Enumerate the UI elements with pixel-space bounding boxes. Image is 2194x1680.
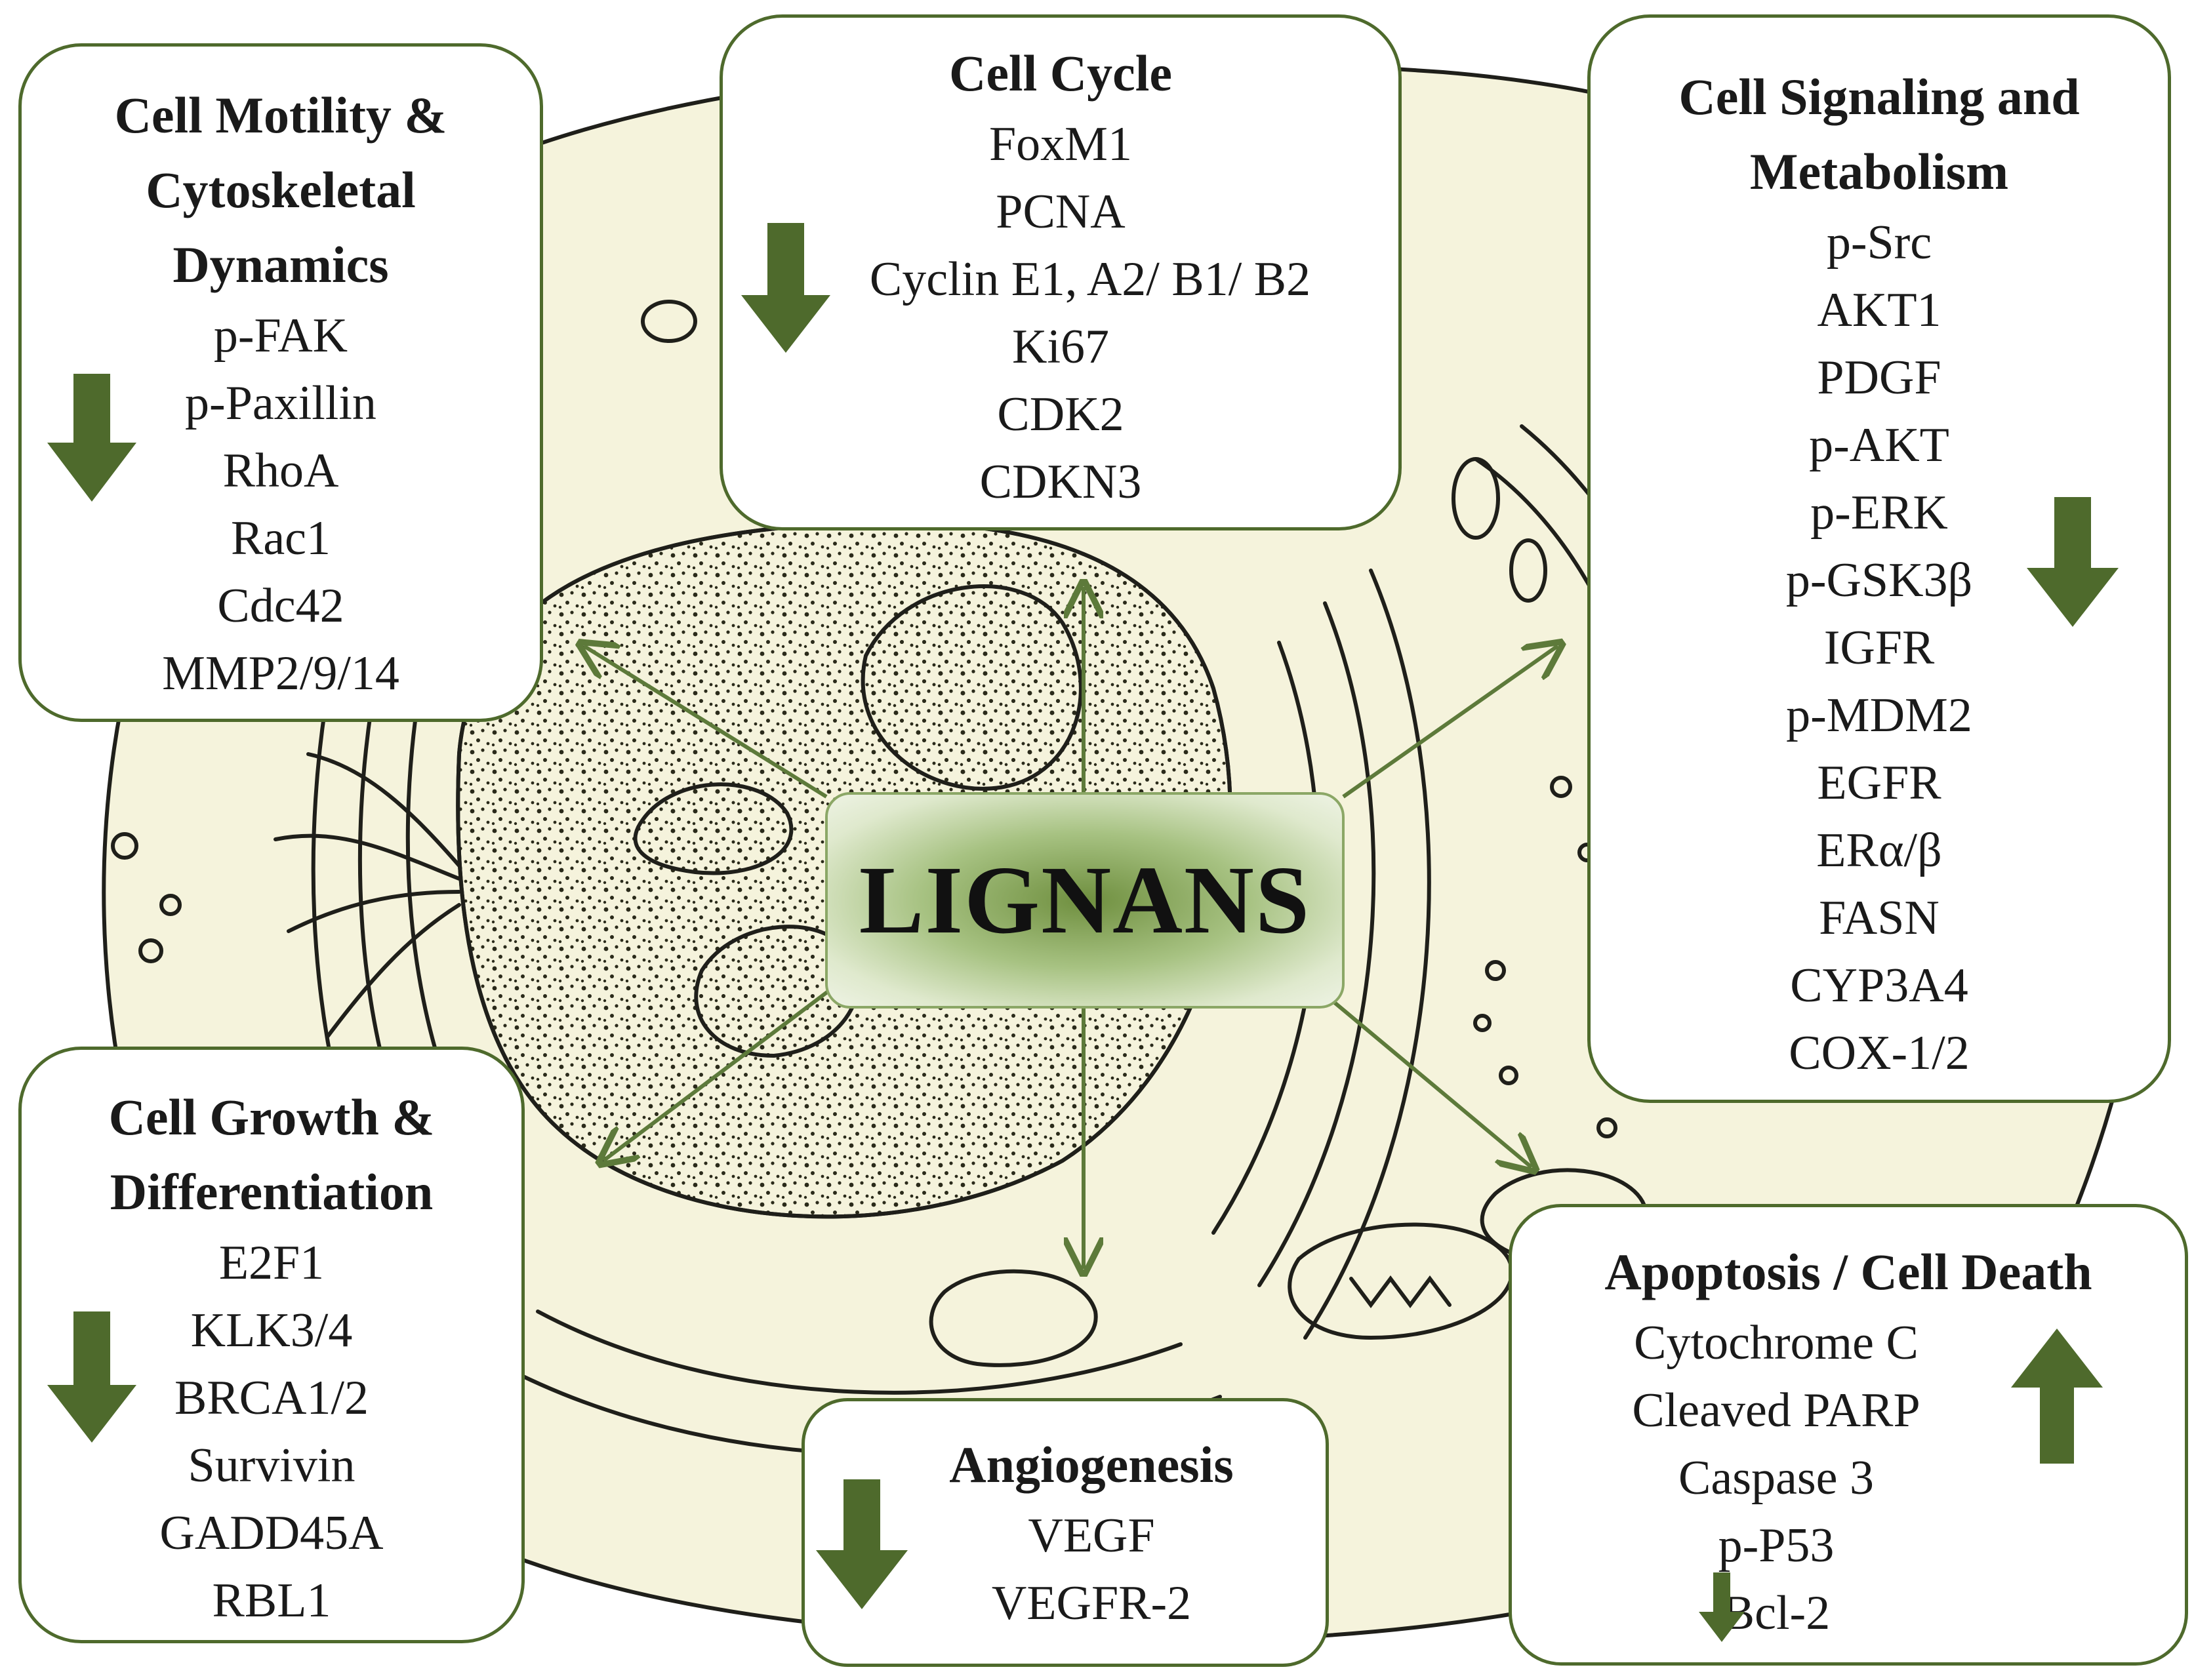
list-item: p-ERK (1810, 486, 1948, 540)
arrow-to-apoptosis (1330, 998, 1532, 1167)
list-item: Cdc42 (217, 579, 344, 633)
list-item: E2F1 (218, 1236, 325, 1290)
list-item: PDGF (1817, 351, 1941, 405)
apoptosis-items: Cytochrome C Cleaved PARP Caspase 3 p-P5… (1512, 1310, 2185, 1647)
up-arrow-icon (2011, 1329, 2103, 1464)
list-item: VEGFR-2 (991, 1576, 1192, 1630)
arrow-to-growth (603, 988, 831, 1161)
list-item: p-Paxillin (185, 376, 376, 430)
angiogenesis-items: VEGF VEGFR-2 (857, 1502, 1326, 1637)
angiogenesis-box: Angiogenesis VEGF VEGFR-2 (802, 1398, 1329, 1667)
title-line: Metabolism (1749, 143, 2009, 200)
list-item: RBL1 (212, 1574, 331, 1628)
list-item: CDK2 (997, 388, 1124, 441)
cell-cycle-box: Cell Cycle FoxM1 PCNA Cyclin E1, A2/ B1/… (720, 14, 1402, 530)
cell-signaling-box: Cell Signaling and Metabolism p-Src AKT1… (1587, 14, 2171, 1103)
down-arrow-icon (47, 1311, 136, 1443)
cell-growth-title: Cell Growth & Differentiation (22, 1080, 521, 1230)
list-item: Ki67 (1012, 320, 1109, 374)
lignans-center-box: LIGNANS (825, 792, 1345, 1009)
list-item: p-FAK (213, 309, 348, 363)
list-item: Cleaved PARP (1632, 1384, 1920, 1437)
title-line: Differentiation (110, 1163, 434, 1220)
list-item: p-P53 (1718, 1519, 1835, 1572)
list-item: GADD45A (159, 1506, 384, 1560)
cell-motility-title: Cell Motility & Cytoskeletal Dynamics (22, 78, 540, 302)
cell-growth-items: E2F1 KLK3/4 BRCA1/2 Survivin GADD45A RBL… (22, 1230, 521, 1635)
cell-cycle-title: Cell Cycle (723, 36, 1398, 111)
list-item: EGFR (1817, 756, 1941, 810)
list-item: p-GSK3β (1785, 553, 1973, 607)
apoptosis-title: Apoptosis / Cell Death (1512, 1235, 2185, 1310)
list-item: Cyclin E1, A2/ B1/ B2 (869, 252, 1311, 306)
title-line: Cell Growth & (108, 1089, 435, 1146)
cell-motility-items: p-FAK p-Paxillin RhoA Rac1 Cdc42 MMP2/9/… (22, 302, 540, 708)
cell-cycle-items: FoxM1 PCNA Cyclin E1, A2/ B1/ B2 Ki67 CD… (723, 111, 1398, 516)
list-item: IGFR (1823, 621, 1935, 675)
list-item: Survivin (188, 1439, 356, 1492)
list-item: MMP2/9/14 (162, 647, 399, 700)
angiogenesis-title: Angiogenesis (857, 1428, 1326, 1502)
list-item: RhoA (222, 444, 339, 498)
list-item: AKT1 (1817, 283, 1941, 337)
title-line: Cell Motility & (114, 87, 447, 144)
list-item: KLK3/4 (190, 1304, 353, 1357)
list-item: p-MDM2 (1786, 689, 1972, 742)
lignans-label: LIGNANS (859, 847, 1311, 954)
cell-signaling-items: p-Src AKT1 PDGF p-AKT p-ERK p-GSK3β IGFR… (1591, 209, 2168, 1087)
down-arrow-icon (741, 223, 830, 353)
down-arrow-icon (1699, 1572, 1745, 1642)
down-arrow-icon (2027, 497, 2119, 627)
title-line: Dynamics (173, 236, 389, 293)
title-line: Cell Signaling and (1678, 68, 2080, 125)
list-item: Caspase 3 (1678, 1451, 1874, 1505)
arrow-to-signaling (1342, 646, 1558, 799)
title-line: Cell Cycle (948, 45, 1173, 102)
list-item: FASN (1819, 891, 1940, 945)
title-line: Apoptosis / Cell Death (1604, 1243, 2092, 1300)
list-item: VEGF (1028, 1509, 1155, 1563)
list-item: BRCA1/2 (174, 1371, 369, 1425)
list-item: Cytochrome C (1634, 1316, 1919, 1370)
title-line: Angiogenesis (949, 1436, 1234, 1493)
title-line: Cytoskeletal (146, 161, 416, 218)
list-item: p-Src (1826, 216, 1932, 270)
list-item: CDKN3 (979, 455, 1142, 509)
cell-signaling-title: Cell Signaling and Metabolism (1591, 60, 2168, 209)
down-arrow-icon (816, 1479, 908, 1609)
list-item: FoxM1 (989, 117, 1132, 171)
list-item: COX-1/2 (1789, 1026, 1970, 1080)
down-arrow-icon (47, 374, 136, 502)
cell-motility-box: Cell Motility & Cytoskeletal Dynamics p-… (18, 43, 543, 722)
arrow-to-motility (584, 646, 828, 799)
list-item: Rac1 (230, 511, 331, 565)
list-item: PCNA (996, 185, 1126, 239)
apoptosis-box: Apoptosis / Cell Death Cytochrome C Clea… (1509, 1204, 2188, 1666)
list-item: ERα/β (1816, 824, 1942, 877)
list-item: CYP3A4 (1790, 959, 1968, 1012)
list-item: p-AKT (1809, 418, 1949, 472)
